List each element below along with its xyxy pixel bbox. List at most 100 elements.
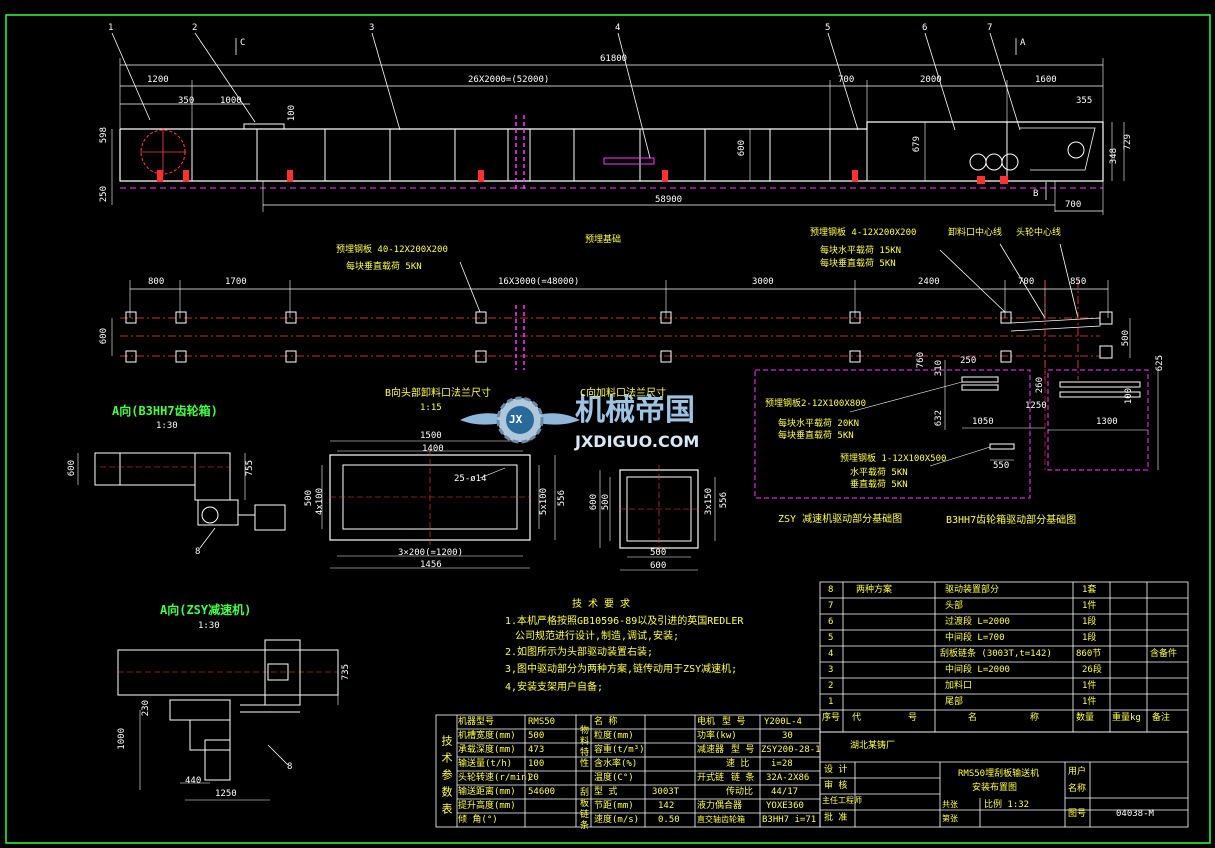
part-no: 8 (828, 585, 834, 595)
dim-z-310: 310 (934, 360, 944, 377)
company-name: 湖北某铸厂 (850, 741, 896, 751)
header-name-1: 名 (968, 713, 978, 723)
dim-c-500-bottom: 500 (650, 548, 667, 558)
dim-c-556: 556 (719, 492, 729, 509)
part-qty: 1件 (1082, 681, 1097, 691)
dim-c-500: 500 (601, 494, 611, 511)
b3hh7-base-title: B3HH7齿轮箱驱动部分基础图 (946, 515, 1077, 526)
spec-side-label: 技术参数表 (440, 735, 453, 820)
drive-value: 30 (782, 731, 793, 741)
dim-b-3x200: 3×200(=1200) (398, 548, 464, 558)
drive-value: YOXE360 (766, 801, 804, 811)
dim-az-735: 735 (341, 664, 351, 681)
dim-355: 355 (1076, 96, 1093, 106)
part-name: 中间段 L=2000 (945, 665, 1010, 675)
material-side-label: 物料特性 (578, 725, 588, 769)
dim-bb-1300: 1300 (1096, 417, 1118, 427)
part-qty: 1段 (1082, 633, 1097, 643)
foundation-title: 预埋基础 (585, 235, 622, 245)
dim-1600: 1600 (1035, 75, 1057, 85)
dim-bb-1250: 1250 (1025, 401, 1047, 411)
callout-8-b: 8 (287, 762, 293, 772)
part-no: 1 (828, 697, 834, 707)
dim-z-1050: 1050 (972, 417, 994, 427)
dim-f-1700: 1700 (225, 277, 247, 287)
dim-chain-pitch: 26X2000=(52000) (468, 75, 550, 85)
drive-group: 电机 (697, 717, 716, 727)
material-label: 容重(t/m³) (594, 745, 645, 755)
dim-348: 348 (1109, 148, 1119, 165)
watermark-url: JXDIGUO.COM (575, 432, 700, 451)
part-qty: 26段 (1082, 665, 1102, 675)
part-name: 中间段 L=700 (945, 633, 1005, 643)
drawing-frame (5, 14, 1211, 844)
view-b-scale: 1:15 (420, 403, 442, 413)
zsy-load-2-v: 垂直载荷 5KN (850, 480, 908, 490)
part-qty: 860节 (1076, 649, 1102, 659)
header-code-2: 号 (908, 713, 918, 723)
scale: 比例 1:32 (984, 800, 1030, 810)
b3hh7-base-drawing (1047, 369, 1159, 471)
spec-label: 头轮转速(r/min) (458, 773, 532, 783)
section-a-mark: A (1020, 38, 1026, 48)
spec-label: 输送距离(mm) (458, 787, 516, 797)
part-qty: 1段 (1082, 617, 1097, 627)
chain-side-label: 刮板链条 (578, 787, 588, 831)
spec-label: 机槽宽度(mm) (458, 731, 516, 741)
tech-req-line-3: 2.如图所示为头部驱动装置右装; (505, 647, 654, 658)
dim-b-500: 500 (304, 490, 314, 507)
drive-group: 开式链 (697, 773, 725, 783)
view-a-b3hh7-scale: 1:30 (156, 421, 178, 431)
dim-z-550: 550 (993, 461, 1010, 471)
review-label: 审 核 (824, 781, 848, 791)
part-no: 5 (828, 633, 834, 643)
dim-100: 100 (287, 105, 297, 122)
view-a-zsy-drawing (117, 639, 339, 801)
foundation-load-right-h: 每块水平载荷 15KN (820, 246, 902, 256)
dim-729: 729 (1123, 134, 1133, 151)
view-c-title: C向加料口法兰尺寸 (580, 388, 667, 399)
dim-c-3x150: 3x150 (704, 488, 714, 516)
approve-label: 批 准 (824, 813, 848, 823)
drive-label: 速 比 (726, 759, 750, 769)
material-label: 粒度(mm) (594, 731, 634, 741)
head-centerline: 头轮中心线 (1016, 228, 1062, 238)
part-no: 4 (828, 649, 834, 659)
zsy-base-drawing (754, 360, 1046, 499)
dim-f-800: 800 (148, 277, 165, 287)
gear-emblem-icon (460, 396, 580, 444)
tech-req-line-2: 公司规范进行设计,制造,调试,安装; (515, 631, 680, 642)
parts-list-grid (819, 581, 1189, 733)
foundation-load-left: 每块垂直载荷 5KN (346, 262, 422, 272)
spec-label: 机器型号 (458, 717, 495, 727)
parts-list: 8 两种方案 驱动装置部分 1套 7 头部 1件 6 过渡段 L=2000 1段… (820, 582, 1188, 732)
zsy-plate-1: 预埋钢板2-12X100X800 (765, 399, 867, 409)
dim-az-1000: 1000 (117, 728, 127, 750)
dim-a1-600: 600 (67, 460, 77, 477)
dim-58900: 58900 (655, 195, 683, 205)
header-note: 备注 (1152, 713, 1171, 723)
drawing-title-2: 安装布置图 (972, 783, 1018, 793)
dim-c-600: 600 (589, 494, 599, 511)
part-name: 过渡段 L=2000 (945, 617, 1010, 627)
part-no: 7 (828, 601, 834, 611)
part-qty: 1件 (1082, 697, 1097, 707)
chain-value: 0.50 (658, 815, 680, 825)
chief-label: 主任工程师 (822, 796, 862, 805)
callout-8-a: 8 (195, 547, 201, 557)
dim-az-1250: 1250 (215, 789, 237, 799)
dim-1200: 1200 (147, 75, 169, 85)
dim-z-632: 632 (934, 410, 944, 427)
chain-value: 3003T (652, 787, 680, 797)
drive-label: 传动比 (726, 787, 754, 797)
part-name: 驱动装置部分 (945, 585, 1000, 595)
drive-label: 功率(kw) (697, 731, 737, 741)
drive-value: ZSY200-28-1 (761, 745, 821, 755)
drive-group: 直交轴齿轮箱 (697, 815, 745, 824)
header-weight: 重量kg (1112, 713, 1141, 723)
drive-value: B3HH7 i=71 (762, 815, 817, 825)
dim-700-bottom: 700 (1065, 200, 1082, 210)
material-label: 名 称 (594, 717, 618, 727)
total-sheets: 共张 (942, 800, 958, 809)
